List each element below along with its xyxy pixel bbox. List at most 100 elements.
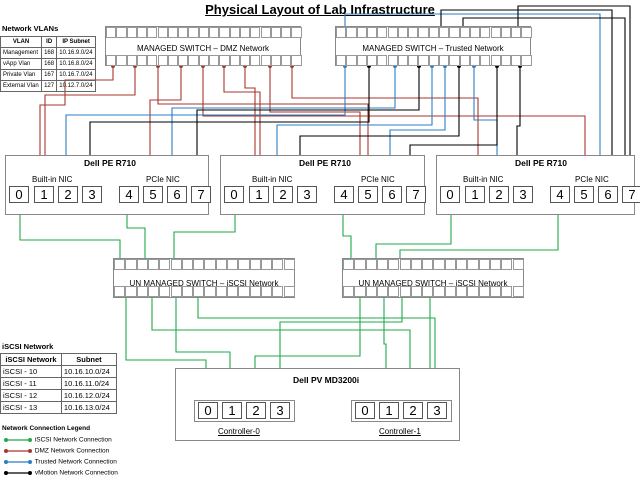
switch-port bbox=[147, 27, 158, 38]
iscsi-name: iSCSI - 13 bbox=[0, 401, 62, 414]
switch-port bbox=[511, 27, 522, 38]
iscsi-heading: iSCSI Network bbox=[2, 342, 54, 351]
switch-port bbox=[239, 55, 251, 66]
controller-1-port-3: 3 bbox=[427, 402, 447, 419]
switch-port bbox=[408, 27, 419, 38]
switch-port bbox=[469, 27, 481, 38]
server-1-port-6: 6 bbox=[167, 186, 187, 203]
controller-1 bbox=[351, 400, 452, 422]
switch-port bbox=[444, 286, 456, 297]
switch-port bbox=[178, 27, 189, 38]
switch-port bbox=[422, 286, 434, 297]
switch-port bbox=[281, 27, 292, 38]
iscsi-subnet: 10.16.12.0/24 bbox=[60, 389, 118, 402]
switch-port bbox=[521, 27, 532, 38]
switch-port bbox=[272, 286, 284, 297]
legend-line-icon bbox=[4, 460, 32, 464]
switch-port bbox=[126, 55, 137, 66]
server-2-port-3: 3 bbox=[297, 186, 317, 203]
switch-port bbox=[260, 286, 273, 297]
switch-port bbox=[260, 259, 273, 270]
legend-item-trusted: Trusted Network Connection bbox=[3, 458, 117, 466]
diagram-title: Physical Layout of Lab Infrastructure bbox=[205, 2, 435, 17]
switch-port bbox=[167, 55, 179, 66]
server-2-port-4: 4 bbox=[334, 186, 354, 203]
server-3-port-1: 1 bbox=[465, 186, 485, 203]
switch-port bbox=[377, 55, 388, 66]
server-3-pcie-label: PCIe NIC bbox=[575, 175, 609, 184]
switch-port bbox=[478, 259, 490, 270]
switch-port bbox=[250, 27, 261, 38]
controller-1-port-2: 2 bbox=[403, 402, 423, 419]
switch-port bbox=[439, 55, 450, 66]
switch-port bbox=[444, 259, 456, 270]
switch-port bbox=[467, 286, 479, 297]
switch-port bbox=[291, 55, 302, 66]
switch-port bbox=[238, 259, 250, 270]
switch-port bbox=[238, 286, 250, 297]
switch-port bbox=[469, 55, 481, 66]
controller-1-label: Controller-1 bbox=[379, 427, 421, 436]
switch-port bbox=[480, 27, 491, 38]
switch-port bbox=[410, 286, 423, 297]
switch-port bbox=[170, 286, 182, 297]
vlan-subnet: 10.16.9.0/24 bbox=[56, 47, 96, 59]
table-row: iSCSI - 12 10.16.12.0/24 bbox=[0, 389, 118, 402]
switch-port bbox=[433, 286, 445, 297]
controller-1-port-0: 0 bbox=[355, 402, 375, 419]
server-3-port-4: 4 bbox=[550, 186, 570, 203]
legend-item-vmotion: vMotion Network Connection bbox=[3, 469, 118, 477]
table-row: Private Vlan 167 10.16.7.0/24 bbox=[0, 69, 96, 81]
iscsi-switch-left-label: UN MANAGED SWITCH – iSCSI Network bbox=[129, 279, 279, 288]
switch-port bbox=[126, 27, 137, 38]
vlan-id: 127 bbox=[41, 80, 58, 92]
legend-item-iscsi: iSCSI Network Connection bbox=[3, 436, 112, 444]
vlan-col-id: ID bbox=[41, 36, 58, 48]
switch-port bbox=[346, 27, 357, 38]
switch-port bbox=[239, 27, 251, 38]
switch-port bbox=[388, 286, 400, 297]
switch-port bbox=[521, 55, 532, 66]
legend-line-icon bbox=[4, 471, 32, 475]
legend-label: iSCSI Network Connection bbox=[34, 436, 112, 444]
table-row: External Vlan 127 10.12.7.0/24 bbox=[0, 80, 96, 92]
switch-port bbox=[260, 27, 271, 38]
switch-port bbox=[501, 286, 513, 297]
switch-port bbox=[114, 286, 126, 297]
switch-port bbox=[480, 55, 491, 66]
iscsi-name: iSCSI - 10 bbox=[0, 365, 62, 378]
server-1-port-1: 1 bbox=[34, 186, 54, 203]
switch-port bbox=[365, 259, 377, 270]
vlan-id: 168 bbox=[41, 47, 58, 59]
server-1-port-2: 2 bbox=[58, 186, 78, 203]
switch-port bbox=[272, 259, 284, 270]
switch-port bbox=[125, 259, 137, 270]
trusted-switch-label: MANAGED SWITCH – Trusted Network bbox=[362, 44, 504, 53]
vlan-id: 168 bbox=[41, 58, 58, 70]
switch-port bbox=[209, 55, 220, 66]
server-2-port-7: 7 bbox=[406, 186, 426, 203]
server-2-pcie-label: PCIe NIC bbox=[361, 175, 395, 184]
switch-port bbox=[283, 286, 295, 297]
switch-port bbox=[459, 55, 470, 66]
switch-port bbox=[157, 27, 168, 38]
vlan-id: 167 bbox=[41, 69, 58, 81]
switch-port bbox=[490, 27, 501, 38]
switch-port bbox=[106, 27, 117, 38]
switch-port bbox=[408, 55, 419, 66]
switch-port bbox=[399, 259, 411, 270]
switch-port bbox=[512, 286, 524, 297]
legend-heading: Network Connection Legend bbox=[2, 425, 91, 432]
server-2-builtin-label: Built-in NIC bbox=[252, 175, 293, 184]
server-1-port-7: 7 bbox=[191, 186, 211, 203]
switch-port bbox=[356, 27, 367, 38]
switch-port bbox=[188, 55, 199, 66]
switch-port bbox=[227, 259, 239, 270]
switch-port bbox=[167, 27, 179, 38]
switch-port bbox=[125, 286, 137, 297]
switch-port bbox=[281, 55, 292, 66]
legend-label: DMZ Network Connection bbox=[34, 447, 110, 455]
switch-port bbox=[343, 286, 355, 297]
switch-port bbox=[147, 259, 160, 270]
iscsi-subnet: 10.16.13.0/24 bbox=[60, 401, 118, 414]
